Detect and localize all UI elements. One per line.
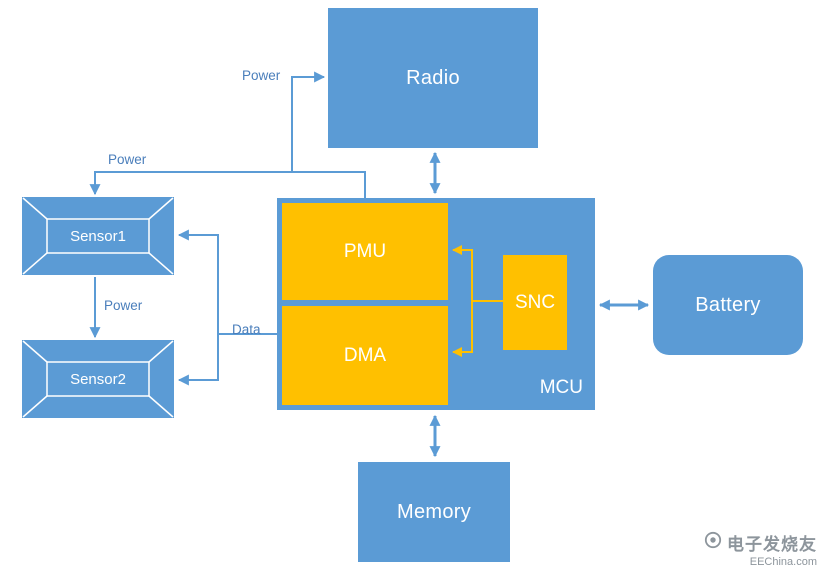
dma-label: DMA: [343, 344, 387, 366]
pmu-block: PMU: [282, 203, 448, 300]
sensor1-frame: [22, 197, 174, 275]
data-wire-to-sensor1: [177, 229, 277, 335]
data-label: Data: [232, 322, 261, 337]
power-label-sensor2: Power: [104, 298, 143, 313]
battery-label: Battery: [695, 293, 761, 316]
sensor1-block: Sensor1: [22, 197, 174, 275]
watermark: 电子发烧友 EEChina.com: [704, 530, 817, 568]
sensor1-label: Sensor1: [70, 227, 126, 245]
pmu-power-to-radio-wire: [291, 71, 326, 172]
memory-block: Memory: [358, 462, 510, 562]
watermark-site: EEChina.com: [749, 556, 817, 568]
memory-label: Memory: [396, 500, 472, 523]
watermark-brand: 电子发烧友: [727, 535, 817, 554]
power-label-radio: Power: [242, 68, 281, 83]
power-label-sensor1: Power: [108, 152, 147, 167]
snc-block: SNC: [503, 255, 567, 350]
data-wire-to-sensor2: [177, 334, 219, 386]
radio-block: Radio: [328, 8, 538, 148]
sensor2-label: Sensor2: [70, 370, 126, 388]
radio-label: Radio: [406, 66, 460, 89]
mcu-label: MCU: [539, 377, 583, 398]
dma-block: DMA: [282, 306, 448, 405]
pmu-label: PMU: [343, 240, 387, 262]
snc-label: SNC: [514, 291, 556, 313]
eechina-logo-icon: [704, 531, 722, 554]
sensor2-frame: [22, 340, 174, 418]
pmu-power-to-sensor1-wire: [89, 171, 366, 198]
sensor2-block: Sensor2: [22, 340, 174, 418]
battery-block: Battery: [653, 255, 803, 355]
